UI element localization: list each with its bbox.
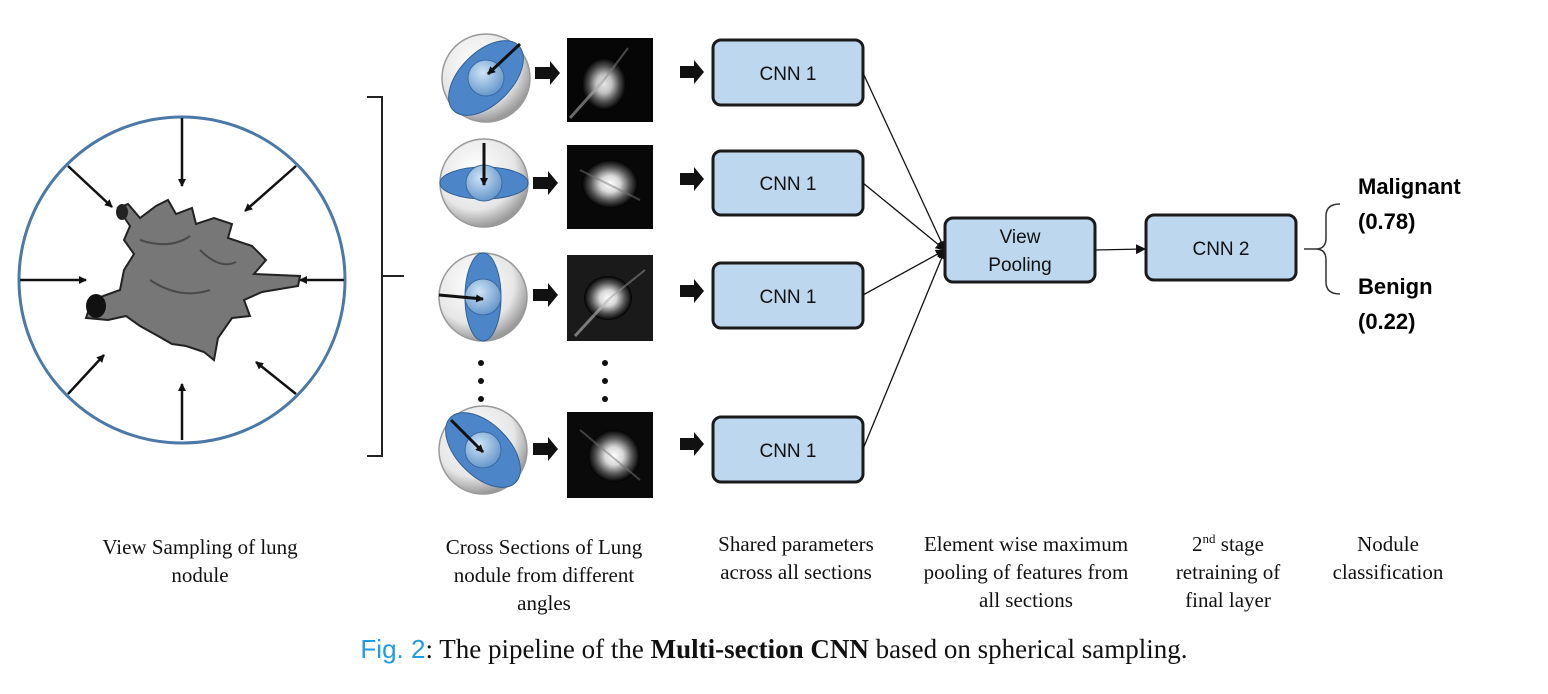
caption-line: across all sections [720, 560, 872, 584]
caption-bold: Multi-section CNN [650, 634, 869, 664]
caption-rest: stage [1215, 532, 1264, 556]
view-pooling-line2: Pooling [988, 255, 1051, 276]
output-brace [1304, 203, 1341, 295]
caption-text-end: based on spherical sampling. [868, 634, 1188, 664]
cross-section-image-4 [567, 412, 653, 498]
sampling-arrows [20, 118, 344, 440]
caption-view-sampling: View Sampling of lung nodule [60, 533, 340, 589]
output-benign-label: Benign [1358, 274, 1433, 299]
cross-section-image-2 [567, 145, 653, 229]
caption-shared: Shared parameters across all sections [696, 530, 896, 586]
sphere-icon-3 [438, 252, 528, 342]
cross-section-image-1 [567, 38, 653, 122]
cnn2-box: CNN 2 [1144, 213, 1298, 282]
caption-pooling: Element wise maximum pooling of features… [900, 530, 1152, 614]
figure-number: Fig. 2 [360, 634, 426, 664]
caption-line: View Sampling of lung [102, 535, 298, 559]
sphere-icon-2 [439, 138, 529, 228]
caption-line: Nodule [1357, 532, 1419, 556]
output-malignant-score: (0.78) [1358, 209, 1415, 234]
caption-line: nodule [171, 563, 229, 587]
caption-line: final layer [1185, 588, 1271, 612]
caption-line: Element wise maximum [923, 532, 1129, 556]
lung-nodule-icon [84, 198, 302, 362]
caption-retraining: 2nd stage retraining of final layer [1158, 530, 1298, 614]
ordinal: 2 [1192, 532, 1203, 556]
caption-line: classification [1332, 560, 1444, 584]
view-pooling-box: View Pooling [943, 216, 1097, 284]
caption-line: Cross Sections of Lung [445, 535, 643, 559]
caption-line: pooling of features from [923, 560, 1129, 584]
block-arrows-2 [680, 60, 704, 456]
caption-line: 2nd stage [1158, 530, 1298, 558]
view-pooling-line1: View [1000, 227, 1041, 248]
caption-text: : The pipeline of the [425, 634, 651, 664]
caption-line: all sections [979, 588, 1073, 612]
cnn1-box-3: CNN 1 [711, 261, 865, 330]
cnn1-box-1: CNN 1 [711, 38, 865, 107]
caption-line: nodule from different [453, 563, 635, 587]
output-benign-score: (0.22) [1358, 309, 1415, 334]
caption-cross-sections: Cross Sections of Lung nodule from diffe… [414, 533, 674, 617]
pooling-connectors [862, 72, 947, 450]
cnn1-label-1: CNN 1 [759, 64, 816, 85]
cnn1-box-2: CNN 1 [711, 149, 865, 217]
ellipsis-dots [478, 360, 608, 402]
sphere-icon-1 [441, 33, 531, 123]
cnn1-label-2: CNN 1 [759, 174, 816, 195]
block-arrows-1 [533, 61, 560, 461]
cross-section-image-3 [567, 255, 653, 341]
cnn1-box-4: CNN 1 [711, 415, 865, 484]
caption-classification: Nodule classification [1318, 530, 1458, 586]
view-sampling-circle [17, 115, 347, 445]
output-malignant-label: Malignant [1358, 174, 1461, 199]
cnn1-label-4: CNN 1 [759, 441, 816, 462]
cnn2-label: CNN 2 [1192, 239, 1249, 260]
pooling-to-cnn2-arrow [1094, 244, 1146, 255]
caption-line: retraining of [1175, 560, 1281, 584]
sphere-icon-4 [438, 405, 528, 495]
bracket [367, 96, 404, 457]
caption-line: angles [517, 591, 571, 615]
caption-line: Shared parameters [718, 532, 874, 556]
ordinal-suffix: nd [1202, 531, 1216, 546]
figure-caption: Fig. 2: The pipeline of the Multi-sectio… [0, 634, 1548, 665]
cnn1-label-3: CNN 1 [759, 287, 816, 308]
